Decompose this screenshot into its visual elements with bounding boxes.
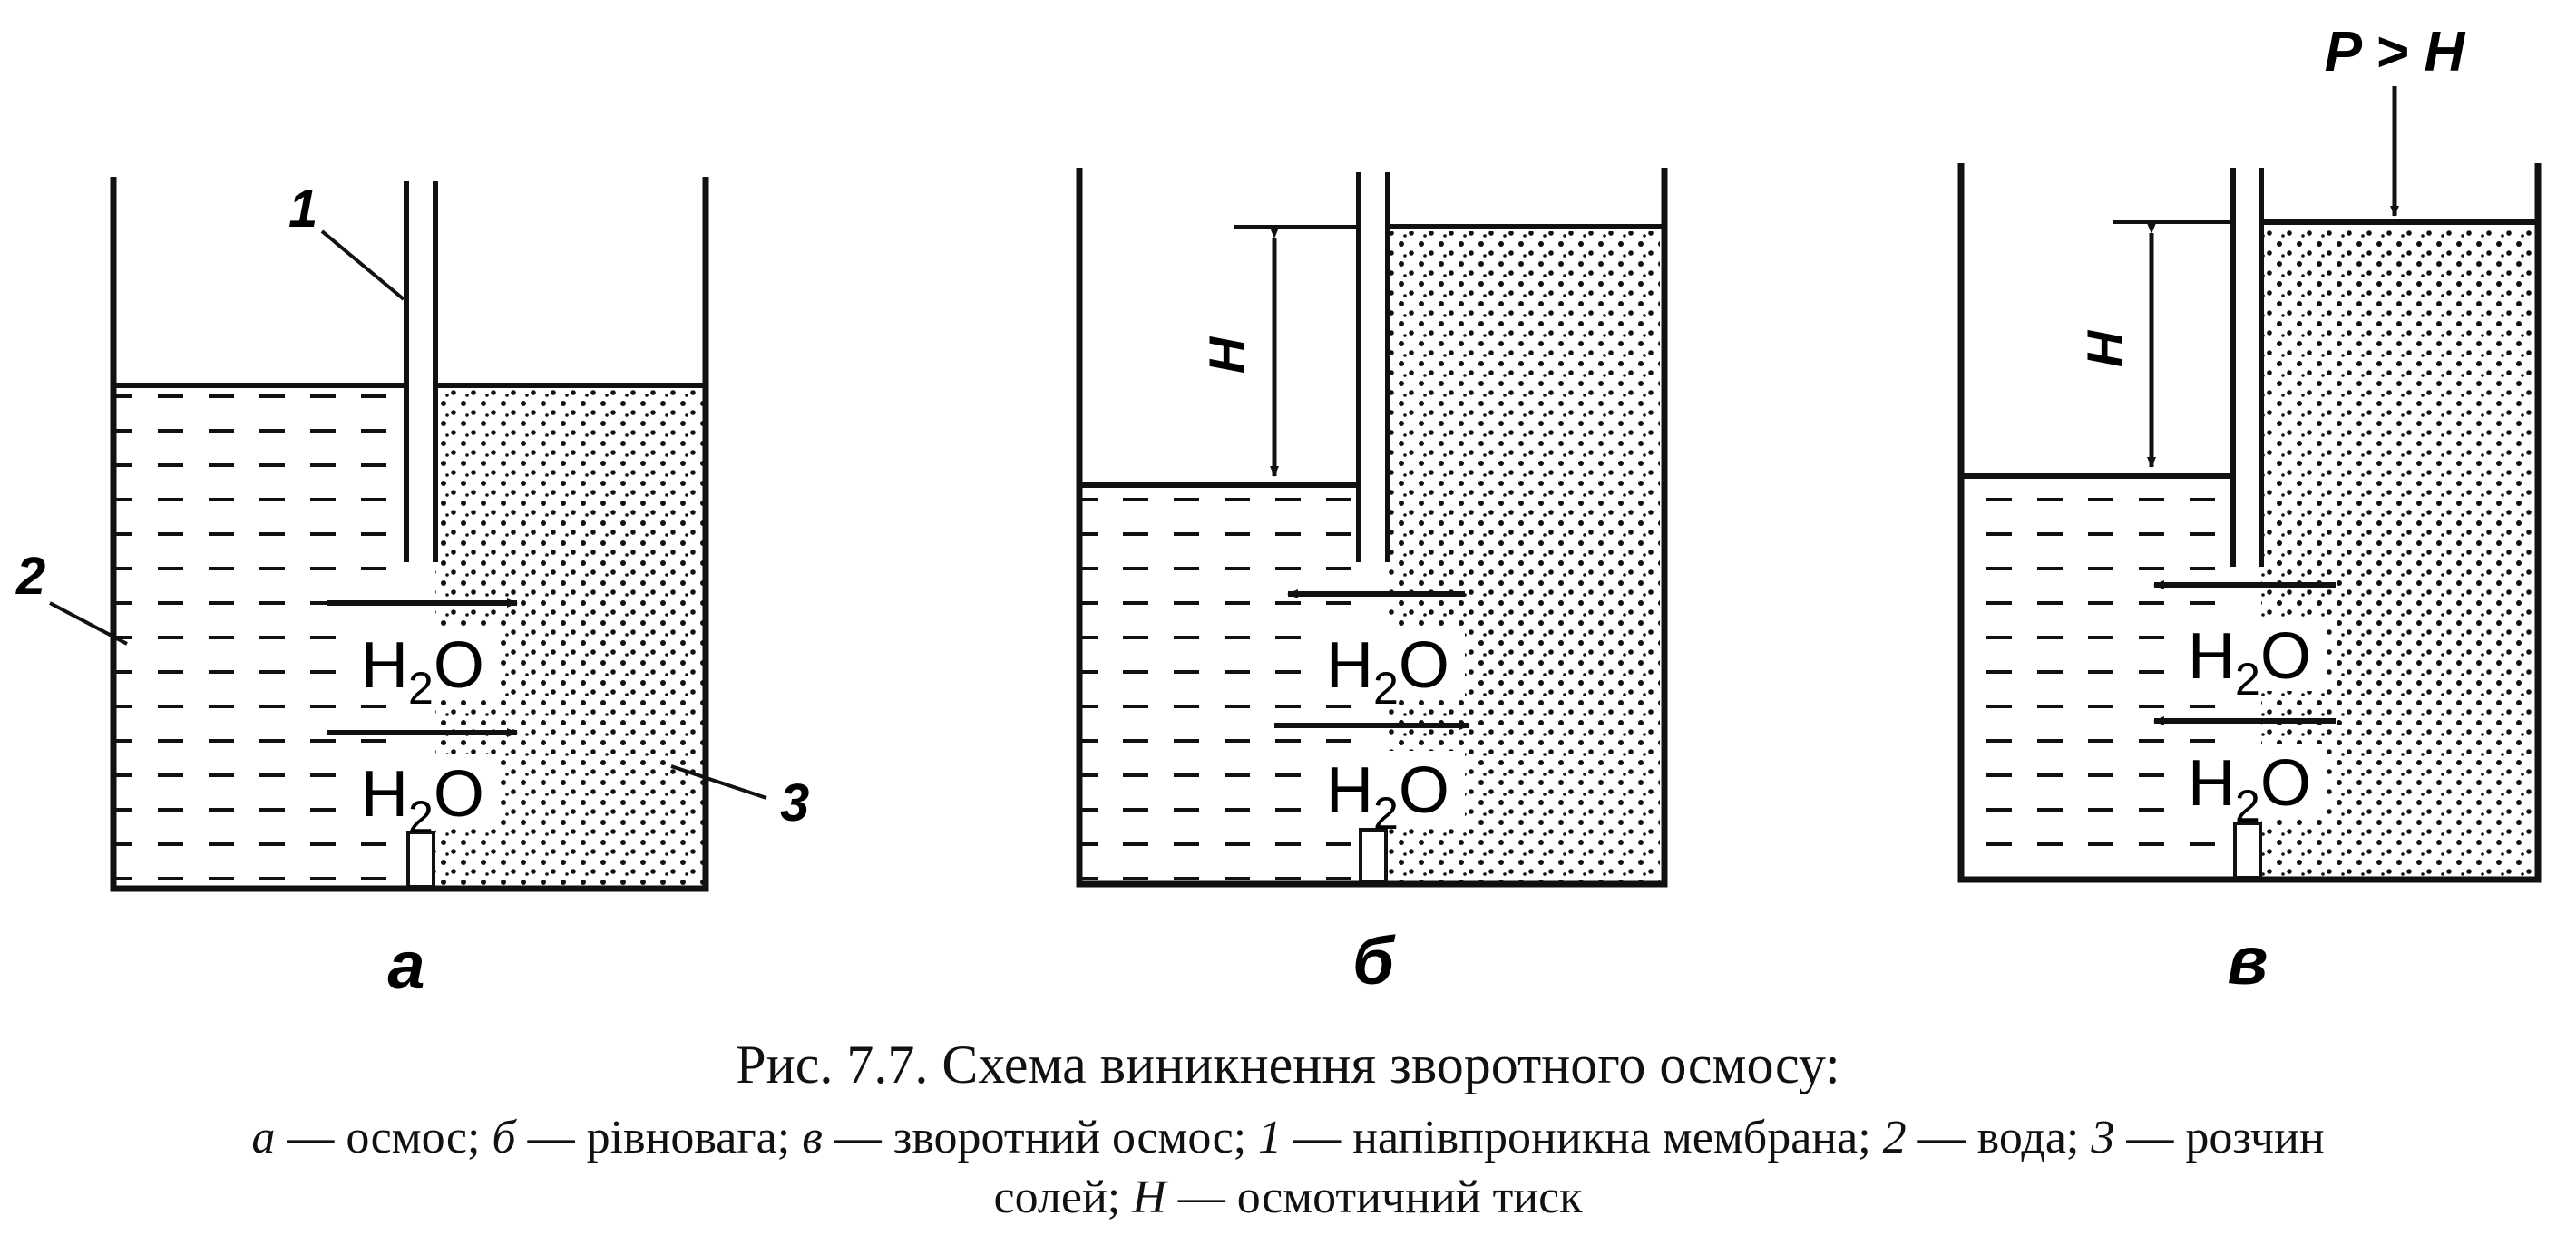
membrane-base: [2233, 822, 2262, 880]
callout-solution-leader: [670, 764, 767, 800]
legend-text: солей;: [993, 1172, 1133, 1223]
legend-key: в: [802, 1112, 823, 1163]
water-formula: H2O: [2188, 620, 2311, 705]
water-formula: H2O: [361, 629, 484, 714]
callout-membrane: 1: [288, 180, 317, 238]
water-formula: H2O: [1326, 629, 1449, 714]
panel-letter-v: в: [2228, 923, 2269, 998]
legend-key: а: [251, 1112, 276, 1163]
legend-key: 2: [1882, 1112, 1907, 1163]
membrane-gap: [1359, 172, 1388, 562]
legend-line-1: а — осмос; б — рівновага; в — зворотний …: [0, 1108, 2576, 1168]
legend-line-2: солей; H — осмотичний тиск: [0, 1168, 2576, 1228]
panel-a: H2O H2O 1 2 3 а: [15, 177, 809, 1003]
osmotic-label: H: [1198, 336, 1255, 374]
legend-key: б: [492, 1112, 516, 1163]
legend-key: 1: [1258, 1112, 1283, 1163]
callout-water: 2: [15, 547, 45, 606]
panel-v: H H2O H2O P > H в: [1957, 21, 2542, 998]
pressure-label: P > H: [2325, 21, 2466, 83]
legend-text: — напівпроникна мембрана;: [1282, 1112, 1883, 1163]
membrane-base: [406, 831, 435, 889]
panel-letter-a: а: [387, 928, 424, 1003]
callout-water-leader: [49, 601, 128, 646]
legend-key: H: [1132, 1172, 1166, 1223]
callout-solution: 3: [780, 773, 809, 832]
water-formula: H2O: [2188, 747, 2311, 832]
legend-text: — зворотний осмос;: [822, 1112, 1259, 1163]
figure-caption-title: Рис. 7.7. Схема виникнення зворотного ос…: [736, 1035, 1840, 1094]
membrane-gap: [406, 181, 435, 562]
panel-letter-b: б: [1352, 923, 1396, 998]
legend-key: 3: [2091, 1112, 2115, 1163]
membrane-base: [1359, 828, 1388, 884]
figure-caption-legend: а — осмос; б — рівновага; в — зворотний …: [0, 1108, 2576, 1228]
water-region: [1079, 494, 1359, 884]
membrane-gap: [2233, 168, 2261, 567]
legend-text: — осмотичний тиск: [1166, 1172, 1583, 1223]
legend-text: — вода;: [1906, 1112, 2092, 1163]
legend-text: — рівновага;: [515, 1112, 803, 1163]
water-formula: H2O: [1326, 754, 1449, 839]
legend-text: — розчин: [2114, 1112, 2325, 1163]
panel-b: H H2O H2O б: [1076, 168, 1668, 998]
water-formula: H2O: [361, 758, 484, 842]
legend-text: — осмос;: [275, 1112, 493, 1163]
callout-membrane-leader: [320, 229, 405, 301]
osmotic-label: H: [2076, 329, 2133, 367]
